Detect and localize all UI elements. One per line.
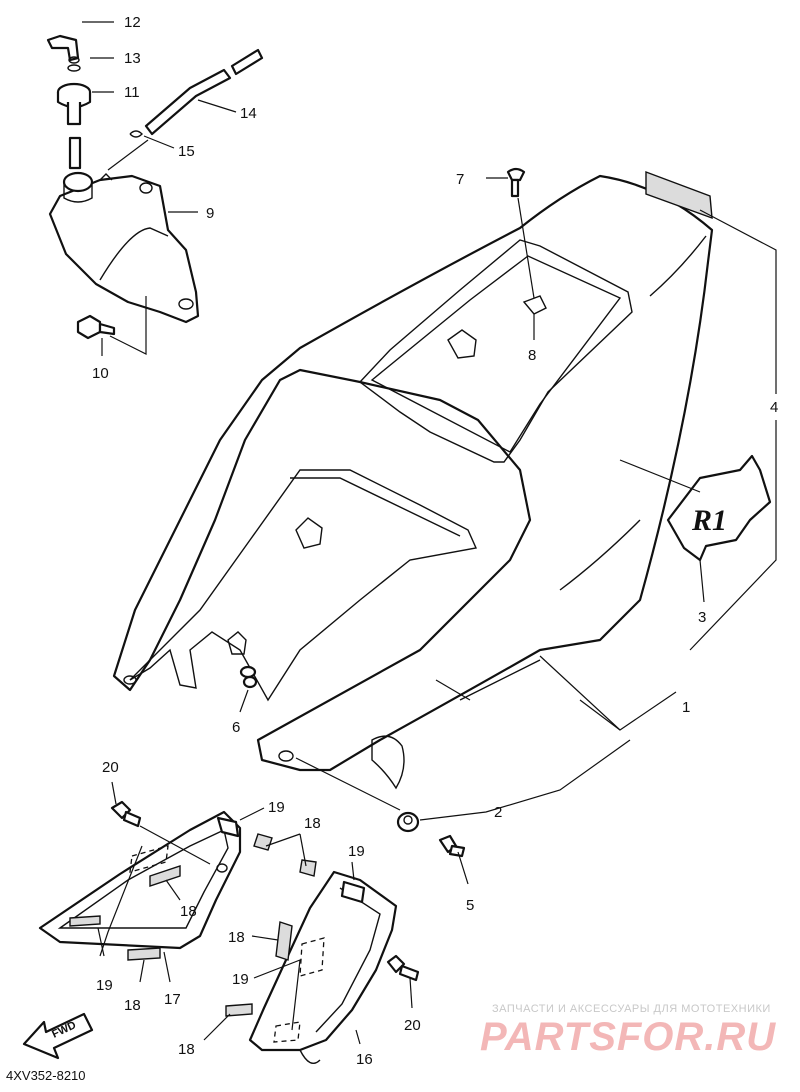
elbow-hose-part-12[interactable] xyxy=(46,34,80,62)
callout-19-bottom: 19 xyxy=(232,971,249,988)
decal-text: R1 xyxy=(691,504,727,537)
sticker-part-18-b[interactable] xyxy=(299,859,317,877)
grommet-part-6[interactable] xyxy=(239,665,258,689)
callout-16: 16 xyxy=(356,1051,373,1068)
callout-18-left: 18 xyxy=(124,997,141,1014)
callout-4: 4 xyxy=(770,399,778,416)
side-cover-part-17[interactable] xyxy=(38,810,242,950)
r1-decal-part-3[interactable]: R1 xyxy=(666,454,772,562)
damper-part-2[interactable] xyxy=(396,811,420,833)
cap-part-11[interactable] xyxy=(56,82,92,170)
callout-10: 10 xyxy=(92,365,109,382)
seat-cowl-part-1[interactable] xyxy=(112,174,714,790)
callout-1: 1 xyxy=(682,699,690,716)
bolt-part-20-left[interactable] xyxy=(110,800,142,828)
callout-19-left: 19 xyxy=(96,977,113,994)
watermark-brand: PARTSFOR.RU xyxy=(480,1015,776,1059)
callout-5: 5 xyxy=(466,897,474,914)
watermark: ЗАПЧАСТИ И АКСЕССУАРЫ ДЛЯ МОТОТЕХНИКИ PA… xyxy=(480,1003,776,1059)
leader-lines xyxy=(82,21,777,1045)
callout-19-right: 19 xyxy=(348,843,365,860)
callout-7: 7 xyxy=(456,171,464,188)
callout-8: 8 xyxy=(528,347,536,364)
callout-13: 13 xyxy=(124,50,141,67)
callout-18-mid: 18 xyxy=(180,903,197,920)
callout-11: 11 xyxy=(124,84,140,101)
watermark-tagline: ЗАПЧАСТИ И АКСЕССУАРЫ ДЛЯ МОТОТЕХНИКИ xyxy=(492,1003,771,1015)
callout-6: 6 xyxy=(232,719,240,736)
side-cover-part-16[interactable] xyxy=(248,870,398,1064)
fwd-arrow-icon: FWD xyxy=(22,1012,94,1060)
bolt-part-10[interactable] xyxy=(76,314,116,340)
callout-3: 3 xyxy=(698,609,706,626)
sticker-part-18-e[interactable] xyxy=(225,1003,253,1017)
callout-20-right: 20 xyxy=(404,1017,421,1034)
callout-20-left: 20 xyxy=(102,759,119,776)
clip-part-15[interactable] xyxy=(129,130,143,138)
callout-15: 15 xyxy=(178,143,195,160)
sticker-part-18-d[interactable] xyxy=(127,947,161,961)
sticker-part-18-c[interactable] xyxy=(275,921,293,961)
callout-17: 17 xyxy=(164,991,181,1008)
hose-part-14[interactable] xyxy=(144,48,264,136)
clip-part-13[interactable] xyxy=(67,56,81,72)
screw-part-5[interactable] xyxy=(438,834,466,858)
strip-decal-part-4[interactable] xyxy=(645,170,713,220)
callout-14: 14 xyxy=(240,105,257,122)
callout-labels: 12 13 11 14 15 9 10 7 8 4 3 1 6 2 5 20 1… xyxy=(92,14,778,1068)
callout-12: 12 xyxy=(124,14,141,31)
callout-18-top: 18 xyxy=(304,815,321,832)
screw-part-7[interactable] xyxy=(506,167,526,198)
callout-19-top: 19 xyxy=(268,799,285,816)
diagram-code: 4XV352-8210 xyxy=(6,1068,86,1083)
reservoir-tank-part-9[interactable] xyxy=(48,171,200,324)
callout-2: 2 xyxy=(494,804,502,821)
callout-18-bottom: 18 xyxy=(178,1041,195,1058)
bolt-part-20-right[interactable] xyxy=(386,954,420,982)
callout-9: 9 xyxy=(206,205,214,222)
sticker-part-18-a[interactable] xyxy=(253,833,273,851)
callout-18-right: 18 xyxy=(228,929,245,946)
